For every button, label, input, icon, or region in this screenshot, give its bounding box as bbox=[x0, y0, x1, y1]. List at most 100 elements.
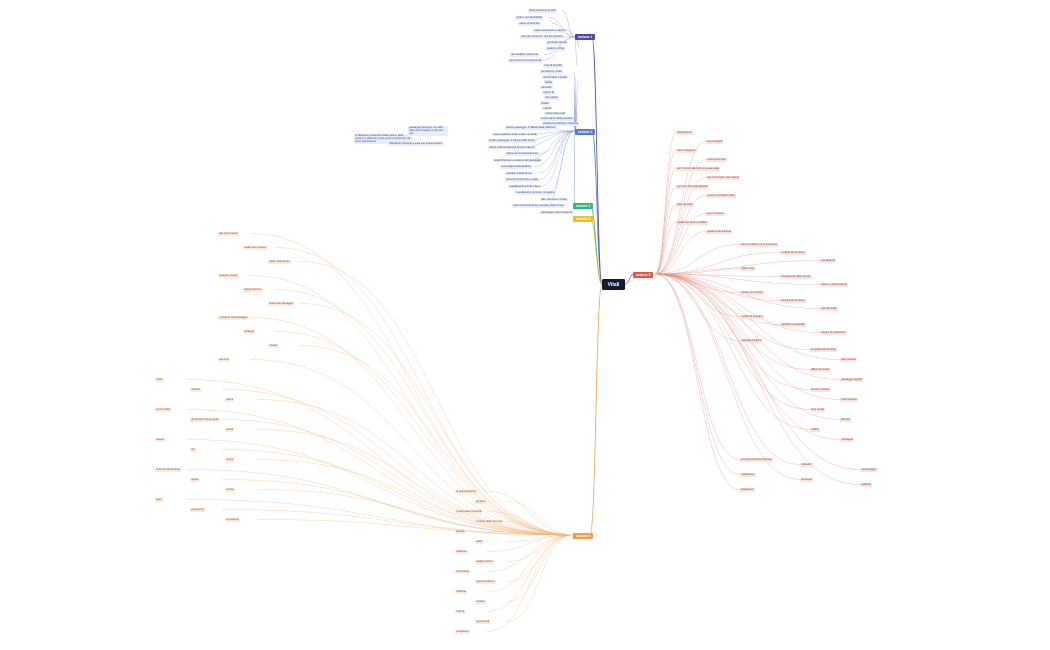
blue-node[interactable]: vincoli trame delle poetiche bbox=[540, 116, 574, 121]
orange-node[interactable]: la forma del territorio bbox=[155, 468, 182, 472]
orange-node[interactable]: analisi del contesto bbox=[243, 246, 268, 250]
purple-node[interactable]: ruolo e uso accettabile bbox=[515, 16, 544, 20]
orange-node[interactable]: tecniche bbox=[218, 358, 231, 362]
orange-node[interactable]: regole bbox=[190, 478, 200, 482]
blue-node[interactable]: insediamenti, territorio, immagine bbox=[515, 191, 556, 195]
blue-node[interactable]: serizio paesaggio, il riflesso della for… bbox=[488, 139, 536, 143]
blue-node[interactable]: rete cattiva bbox=[544, 96, 560, 100]
blue-note[interactable]: le riflessioni nell'ambito della cultura… bbox=[354, 134, 413, 144]
orange-node[interactable]: reti bbox=[190, 448, 196, 452]
red-node[interactable]: monitoraggio bbox=[860, 468, 878, 472]
orange-node[interactable]: sperimentazioni bbox=[475, 580, 496, 584]
blue-node[interactable]: uso di valori, impatto bbox=[542, 75, 569, 79]
purple-node[interactable]: giochi del calcolo bbox=[546, 41, 569, 45]
blue-node[interactable]: storico paesaggio, il riflesso della pas… bbox=[505, 126, 557, 130]
red-node[interactable]: montagna bbox=[840, 438, 854, 442]
orange-node[interactable]: ambiti bbox=[225, 428, 235, 432]
purple-node[interactable]: determinazione di vario bbox=[528, 9, 558, 13]
red-node[interactable]: qualità dei servizi pubblici bbox=[676, 221, 708, 225]
red-node[interactable]: risorse per il futuro bbox=[740, 291, 764, 295]
orange-node[interactable]: opportunità bbox=[475, 620, 491, 624]
blue-node[interactable]: acqua bbox=[544, 80, 554, 85]
blue-node[interactable]: regime di bbox=[542, 90, 556, 95]
red-node[interactable]: ciclo dei rifiuti bbox=[676, 203, 694, 207]
red-node[interactable]: rete di acqua bbox=[706, 140, 724, 144]
orange-node[interactable]: identità bbox=[455, 530, 466, 534]
purple-node[interactable]: analisi e critica bbox=[546, 47, 566, 51]
red-node[interactable]: gestione del sistema bbox=[706, 230, 733, 234]
red-node[interactable]: indicatori bbox=[800, 463, 813, 467]
category-orange[interactable]: sezione 6 bbox=[573, 533, 594, 539]
orange-node[interactable]: il ruolo delle comunità bbox=[455, 510, 483, 514]
red-node[interactable]: politiche bbox=[860, 483, 872, 487]
red-node[interactable]: boschi e foreste bbox=[810, 388, 831, 392]
orange-node[interactable]: studio della forma bbox=[268, 260, 291, 264]
orange-node[interactable]: lettura del paesaggio bbox=[268, 302, 295, 306]
red-node[interactable]: corsi d'acqua bbox=[840, 398, 858, 402]
blue-node[interactable]: storia del territorio dei concetti e del… bbox=[512, 204, 565, 208]
orange-node[interactable]: indagine storica bbox=[218, 274, 239, 278]
purple-node[interactable]: costi di benefici bbox=[543, 64, 564, 68]
red-node[interactable]: per il ritorno alla fonte e la sua tutel… bbox=[676, 167, 721, 171]
blue-node[interactable]: insediamento prima e dopo bbox=[508, 184, 542, 189]
orange-node[interactable]: criticità bbox=[455, 610, 466, 614]
blue-node[interactable]: produzione dell'alto e dell'area bbox=[542, 122, 580, 126]
red-node[interactable]: valutazione bbox=[740, 473, 756, 477]
purple-node[interactable]: ciclo dei consumi e uso del territorio bbox=[520, 35, 564, 39]
orange-node[interactable]: trasformazioni bbox=[475, 560, 494, 564]
blue-node[interactable]: critica della scala bbox=[544, 111, 567, 116]
orange-node[interactable]: innovazioni bbox=[455, 570, 471, 574]
red-node[interactable]: rete di trasporto bbox=[676, 149, 697, 153]
purple-node[interactable]: valore di scambio bbox=[518, 22, 541, 26]
category-green[interactable]: sezione 3 bbox=[573, 203, 594, 209]
root-node[interactable]: Vitali bbox=[602, 279, 625, 290]
orange-node[interactable]: obiettivi bbox=[190, 388, 202, 392]
blue-note[interactable]: paesaggio del luogo, le radici della sua… bbox=[408, 126, 449, 136]
red-node[interactable]: tutela e valorizzazione bbox=[820, 283, 849, 287]
orange-node[interactable]: azioni bbox=[225, 398, 235, 402]
red-node[interactable]: valori d'uso bbox=[740, 267, 756, 271]
blue-node[interactable]: organizzazione e relazioni del paesaggio bbox=[493, 158, 543, 163]
red-node[interactable]: uso agricolo bbox=[820, 259, 837, 263]
orange-node[interactable]: la gestione bbox=[225, 518, 240, 522]
orange-node[interactable]: gli attori bbox=[475, 500, 487, 504]
category-red[interactable]: sezione 5 bbox=[633, 272, 654, 278]
red-node[interactable]: il valore del territorio bbox=[780, 251, 806, 255]
red-node[interactable]: processi di trasformazione bbox=[740, 458, 773, 462]
orange-node[interactable]: fasi del progetto bbox=[218, 232, 239, 236]
red-node[interactable]: uso del suolo bbox=[820, 307, 838, 311]
blue-node[interactable]: sconvolgere dell'equilibrio bbox=[500, 165, 532, 169]
blue-node[interactable]: dati, elementi e vincoli bbox=[540, 197, 568, 202]
orange-node[interactable]: prime scelte bbox=[155, 408, 172, 412]
red-node[interactable]: criteri di servizio bbox=[706, 158, 727, 162]
red-node[interactable]: aree protette bbox=[840, 358, 858, 362]
red-node[interactable]: capacità di carico bbox=[740, 339, 763, 343]
orange-node[interactable]: il valore della memoria bbox=[475, 520, 504, 524]
blue-node[interactable]: come cambiare scala: il lato e le scale bbox=[492, 132, 539, 137]
red-node[interactable]: per l'uso del suolo agricolo bbox=[676, 185, 710, 189]
red-node[interactable]: programmi bbox=[740, 488, 755, 492]
purple-node[interactable]: valore economico e sapere bbox=[533, 29, 567, 33]
orange-node[interactable]: criteri bbox=[155, 378, 164, 382]
category-yellow[interactable]: sezione 4 bbox=[573, 216, 594, 222]
red-node[interactable]: collina bbox=[810, 428, 820, 432]
blue-node[interactable]: analisi bbox=[540, 101, 550, 105]
blue-note[interactable]: riflessione sul luogo e sulle sue trasfo… bbox=[388, 142, 445, 146]
orange-node[interactable]: interpretazione bbox=[243, 288, 263, 292]
blue-node[interactable]: ritiene e dei fondamenti di tutto il lav… bbox=[488, 145, 536, 150]
blue-node[interactable]: metodi bbox=[542, 106, 553, 111]
red-node[interactable]: pianura bbox=[840, 418, 852, 422]
red-node[interactable]: aree umide bbox=[810, 408, 826, 412]
red-node[interactable]: rete di energia e dei sistemi bbox=[706, 176, 741, 180]
blue-node[interactable]: paesaggio, resa di sistema bbox=[540, 210, 574, 215]
category-blue[interactable]: sezione 2 bbox=[575, 129, 596, 135]
red-node[interactable]: sistemi di produzione bbox=[820, 331, 847, 335]
orange-node[interactable]: luoghi bbox=[225, 458, 235, 462]
red-node[interactable]: sfruttamento delle risorse bbox=[780, 275, 812, 279]
orange-node[interactable]: verifiche bbox=[455, 590, 468, 594]
red-node[interactable]: servizi di pubblica utilità bbox=[706, 194, 736, 198]
red-node[interactable]: difesa del suolo bbox=[810, 368, 831, 372]
orange-node[interactable]: valori bbox=[475, 540, 484, 544]
purple-node[interactable]: dei modelli e della terra bbox=[510, 53, 540, 57]
red-node[interactable]: funzioni del territorio bbox=[780, 299, 806, 303]
